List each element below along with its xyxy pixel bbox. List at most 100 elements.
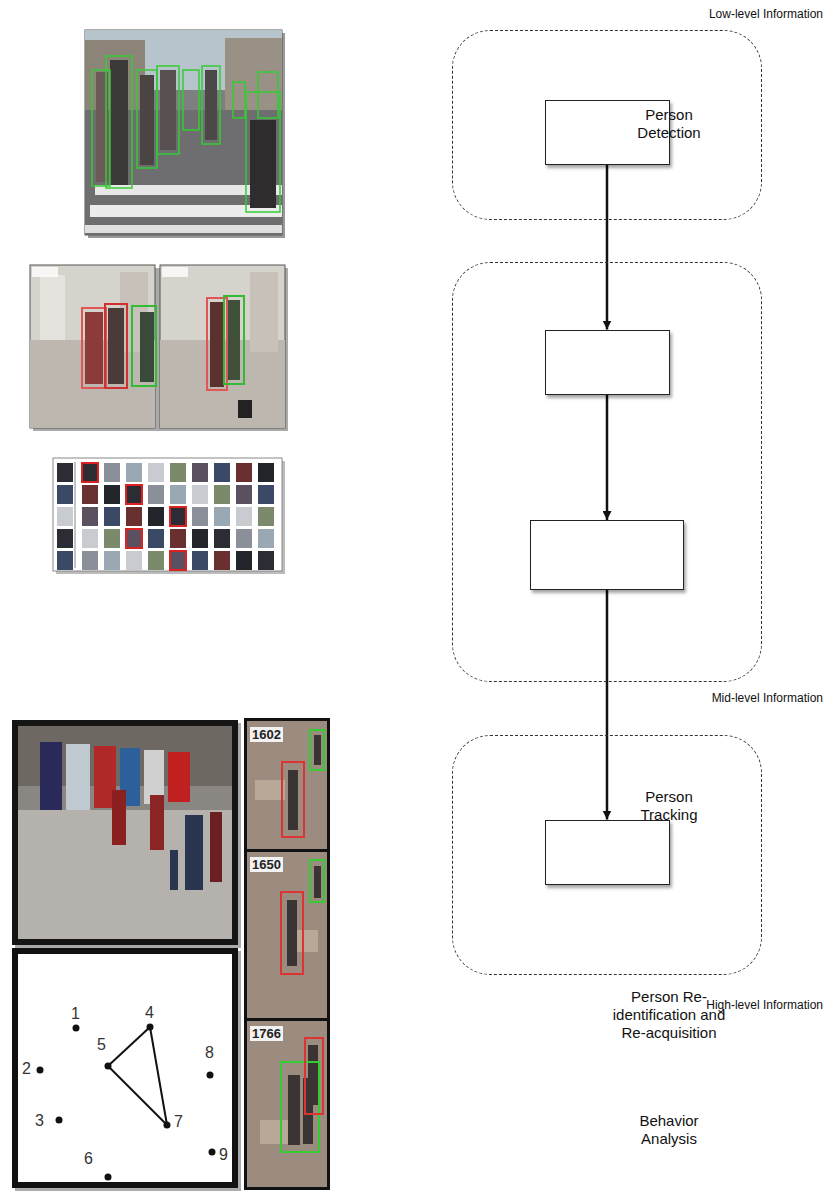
tracking-frames-part	[238, 400, 252, 418]
street-photo-part	[233, 82, 245, 118]
street-photo-part	[85, 225, 282, 233]
reid-gallery-part	[57, 485, 73, 504]
reid-gallery-part	[104, 463, 120, 482]
camera-frame	[12, 720, 241, 948]
frame-sequence	[244, 718, 330, 1190]
frame-sequence-part	[282, 762, 304, 837]
flow-arrow	[606, 590, 609, 820]
clock-graph-part	[105, 1063, 112, 1070]
street-photo-part	[137, 70, 157, 168]
reid-gallery-part	[148, 551, 164, 570]
reid-gallery-part	[214, 507, 230, 526]
process-box: Behavior Analysis	[545, 820, 670, 885]
reid-gallery-part	[57, 463, 274, 570]
reid-gallery-part	[148, 529, 164, 548]
tracking-frames-part	[108, 308, 124, 384]
reid-gallery-part	[170, 463, 186, 482]
tracking-frames-part	[224, 296, 244, 384]
node-number: 5	[97, 1036, 106, 1054]
node-number: 4	[145, 1004, 154, 1022]
level-label: Low-level Information	[709, 7, 823, 21]
node-number: 1	[71, 1005, 80, 1023]
reid-gallery-part	[258, 507, 274, 526]
reid-gallery-part	[170, 507, 186, 526]
clock-graph-part	[105, 1174, 112, 1181]
reid-gallery-part	[104, 485, 120, 504]
reid-gallery-part	[236, 463, 252, 482]
reid-gallery-part	[236, 485, 252, 504]
street-photo-part	[183, 70, 199, 130]
reid-gallery-part	[258, 485, 274, 504]
street-photo-part	[110, 60, 128, 185]
reid-gallery-part	[192, 485, 208, 504]
reid-gallery-part	[170, 551, 186, 570]
camera-frame-part	[112, 790, 126, 845]
frame-sequence-part	[247, 1021, 327, 1187]
reid-gallery-part	[170, 529, 186, 548]
clock-graph-part	[73, 1025, 80, 1032]
street-photo	[85, 30, 285, 238]
level-region: Mid-level InformationPerson TrackingPers…	[452, 262, 762, 682]
reid-gallery-part	[148, 485, 164, 504]
box-label: Behavior Analysis	[616, 1112, 723, 1148]
camera-frame-part	[12, 720, 238, 945]
clock-graph-part	[147, 1024, 154, 1031]
frame-sequence-part	[314, 866, 321, 898]
street-photo-part	[202, 66, 220, 144]
tracking-frames-part	[82, 296, 244, 390]
reid-gallery-part	[192, 551, 208, 570]
reid-gallery-part	[104, 529, 120, 548]
flow-arrow	[606, 165, 609, 330]
clock-graph-part	[56, 1117, 63, 1124]
tracking-frames-part	[82, 308, 106, 388]
clock-graph-part	[108, 1027, 167, 1125]
frame-sequence-part	[310, 860, 324, 902]
reid-gallery-part	[258, 529, 274, 548]
clock-graph-part	[15, 951, 241, 1191]
frame-sequence-part	[314, 735, 321, 765]
reid-gallery-part	[148, 463, 164, 482]
reid-gallery-part	[104, 507, 120, 526]
level-region: Low-level InformationPerson Detection	[452, 30, 762, 220]
reid-gallery-part	[214, 529, 230, 548]
camera-frame-part	[185, 815, 203, 890]
level-label: Mid-level Information	[712, 691, 823, 705]
reid-gallery	[53, 458, 285, 574]
clock-graph-part	[164, 1122, 171, 1129]
reid-gallery-part	[126, 507, 142, 526]
tracking-frames	[30, 265, 288, 431]
process-box: Person Re-identification and Re-acquisit…	[530, 520, 684, 590]
process-box: Person Tracking	[545, 330, 670, 395]
camera-frame-part	[40, 742, 62, 812]
flow-arrow	[606, 395, 609, 521]
clock-graph-part	[37, 1067, 44, 1074]
frame-sequence-part	[247, 852, 327, 1018]
frame-sequence-part	[281, 892, 303, 974]
node-number: 8	[205, 1044, 214, 1062]
street-photo-part	[140, 75, 154, 165]
frame-sequence-part	[255, 780, 318, 1144]
level-region: High-level InformationBehavior Analysis	[452, 735, 762, 975]
camera-frame-part	[170, 850, 178, 890]
reid-gallery-part	[214, 551, 230, 570]
clock-graph-part	[37, 1024, 216, 1181]
clock-graph-part	[209, 1149, 216, 1156]
tracking-frames-part	[162, 267, 188, 277]
tracking-frames-part	[105, 304, 127, 388]
clock-graph-part	[108, 1027, 150, 1066]
camera-frame-part	[15, 723, 241, 948]
street-photo-part	[250, 120, 276, 208]
node-number: 9	[219, 1146, 228, 1164]
frame-number: 1602	[250, 727, 283, 742]
clock-graph-part	[207, 1072, 214, 1079]
street-photo-part	[258, 72, 278, 118]
frame-sequence-part	[288, 1075, 300, 1145]
tracking-frames-part	[140, 312, 154, 382]
reid-gallery-part	[57, 551, 73, 570]
street-photo-part	[246, 92, 280, 212]
reid-gallery-part	[148, 507, 164, 526]
frame-sequence-part	[255, 780, 285, 800]
reid-gallery-part	[126, 463, 142, 482]
frame-sequence-part	[244, 718, 330, 1190]
